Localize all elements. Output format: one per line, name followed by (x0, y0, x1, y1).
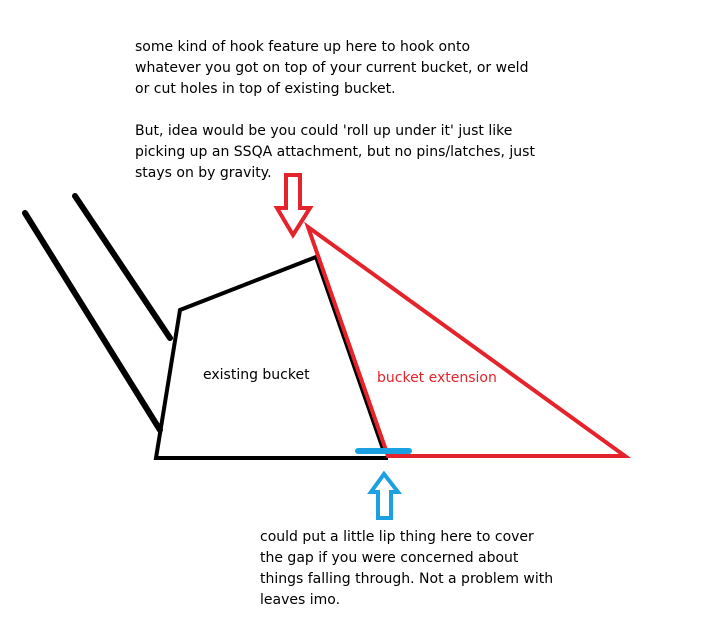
bucket-extension-outline (304, 221, 632, 458)
loader-arm-right (72, 193, 173, 341)
hook-indicator-arrow (273, 173, 314, 239)
bucket-extension-label: bucket extension (377, 370, 497, 386)
existing-bucket-outline (153, 254, 388, 460)
loader-arm-left (22, 210, 163, 433)
lip-note: could put a little lip thing here to cov… (260, 529, 554, 608)
hook-feature-note: some kind of hook feature up here to hoo… (135, 39, 535, 181)
lip-indicator-arrow (367, 470, 403, 520)
existing-bucket-label: existing bucket (203, 367, 310, 383)
